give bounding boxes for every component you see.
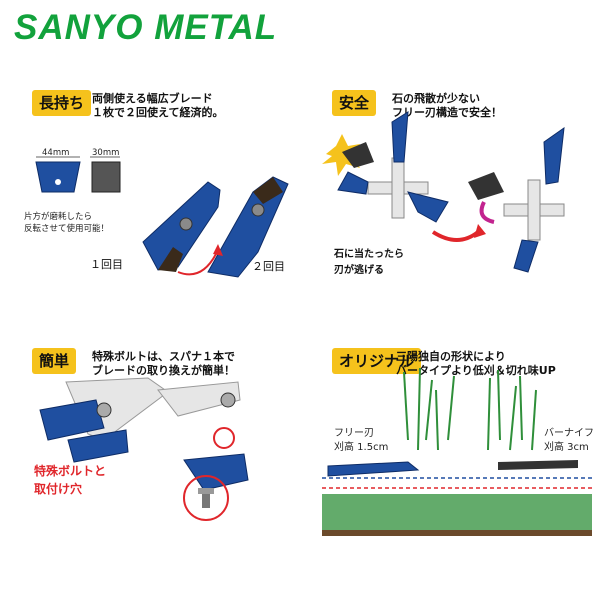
feature-badge: オリジナル	[332, 348, 422, 374]
second-use-label: ２回目	[252, 260, 285, 273]
first-use-label: １回目	[90, 258, 123, 271]
feature-description: 三陽独自の形状により バータイプより低刈＆切れ味UP	[396, 350, 556, 377]
bar-knife-label: バーナイフ	[544, 428, 594, 439]
bolt-caption-line-1: 特殊ボルトと	[34, 464, 107, 478]
stone-caption-line-1: 石に当たったら	[334, 249, 404, 260]
stone-deflection-illustration	[322, 111, 565, 273]
feature-panel-safe: 安全 石の飛散が少ない フリー刃構造で安全！ 石に当たったら 刃が逃げる	[308, 72, 598, 312]
feature-badge: 安全	[332, 90, 377, 116]
bolt-caption-line-2: 取付け穴	[34, 482, 83, 496]
feature-description: 特殊ボルトは、スパナ１本で ブレードの取り換えが簡単！	[92, 350, 235, 377]
reverse-note-line-2: 反転させて使用可能！	[24, 224, 110, 234]
special-bolt-illustration	[39, 377, 249, 521]
feature-description: 両側使える幅広ブレード １枚で２回使えて経済的。	[92, 92, 224, 119]
cutting-height-comparison	[322, 367, 592, 536]
bar-knife-height: 刈高 3cm	[544, 442, 589, 453]
feature-panel-easy: 簡単 特殊ボルトは、スパナ１本で ブレードの取り換えが簡単！ 特殊ボルトと 取付…	[8, 330, 298, 570]
width-label-44mm: 44mm	[42, 148, 70, 158]
width-label-30mm: 30mm	[92, 148, 120, 158]
blade-reversal-illustration	[35, 156, 289, 278]
free-blade-height: 刈高 1.5cm	[334, 442, 389, 453]
feature-panel-durable: 長持ち 両側使える幅広ブレード １枚で２回使えて経済的。 44mm 30mm 片…	[8, 72, 298, 312]
feature-description: 石の飛散が少ない フリー刃構造で安全！	[392, 92, 502, 119]
reverse-note-line-1: 片方が磨耗したら	[24, 212, 93, 222]
feature-panel-original: オリジナル 三陽独自の形状により バータイプより低刈＆切れ味UP フリー刃 刈高…	[308, 330, 598, 570]
free-blade-label: フリー刃	[334, 428, 374, 439]
feature-badge: 長持ち	[32, 90, 92, 116]
brand-logo: SANYO METAL	[14, 8, 278, 47]
stone-caption-line-2: 刃が逃げる	[334, 265, 384, 276]
feature-badge: 簡単	[32, 348, 77, 374]
